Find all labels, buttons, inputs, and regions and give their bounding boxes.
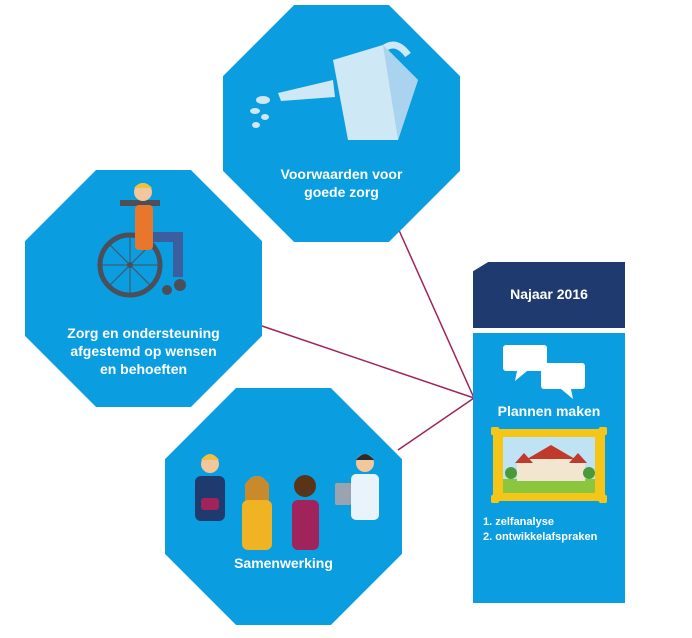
step-item: 2. ontwikkelafspraken <box>483 531 598 543</box>
octagon-voorwaarden: Voorwaarden voor goede zorg <box>223 5 460 242</box>
panel-header-label: Najaar 2016 <box>510 286 588 302</box>
panel-title: Plannen maken <box>497 403 601 419</box>
steps-list: 1. zelfanalyse 2. ontwikkelafspraken <box>483 515 597 545</box>
framed-painting-icon <box>491 427 607 503</box>
octagon-zorg: Zorg en ondersteuning afgestemd op wense… <box>25 170 262 407</box>
octagon-zorg-label: Zorg en ondersteuning afgestemd op wense… <box>67 325 220 377</box>
group-of-people-icon <box>195 454 379 550</box>
connector-voorwaarden <box>397 227 475 399</box>
panel-header: Najaar 2016 <box>473 262 625 328</box>
watering-can-icon <box>250 41 418 140</box>
wheelchair-person-icon <box>97 183 186 298</box>
octagon-samenwerking: Samenwerking <box>165 388 402 625</box>
connector-zorg <box>261 325 475 399</box>
octagon-voorwaarden-label: Voorwaarden voor goede zorg <box>280 166 403 200</box>
step-item: 1. zelfanalyse <box>483 516 554 528</box>
panel-body: Plannen maken 1. zelfanalyse 2. ontwikke… <box>473 333 625 603</box>
connector-samenwerking <box>397 397 475 451</box>
octagon-samenwerking-label: Samenwerking <box>234 555 333 571</box>
speech-bubbles-icon <box>503 345 585 399</box>
